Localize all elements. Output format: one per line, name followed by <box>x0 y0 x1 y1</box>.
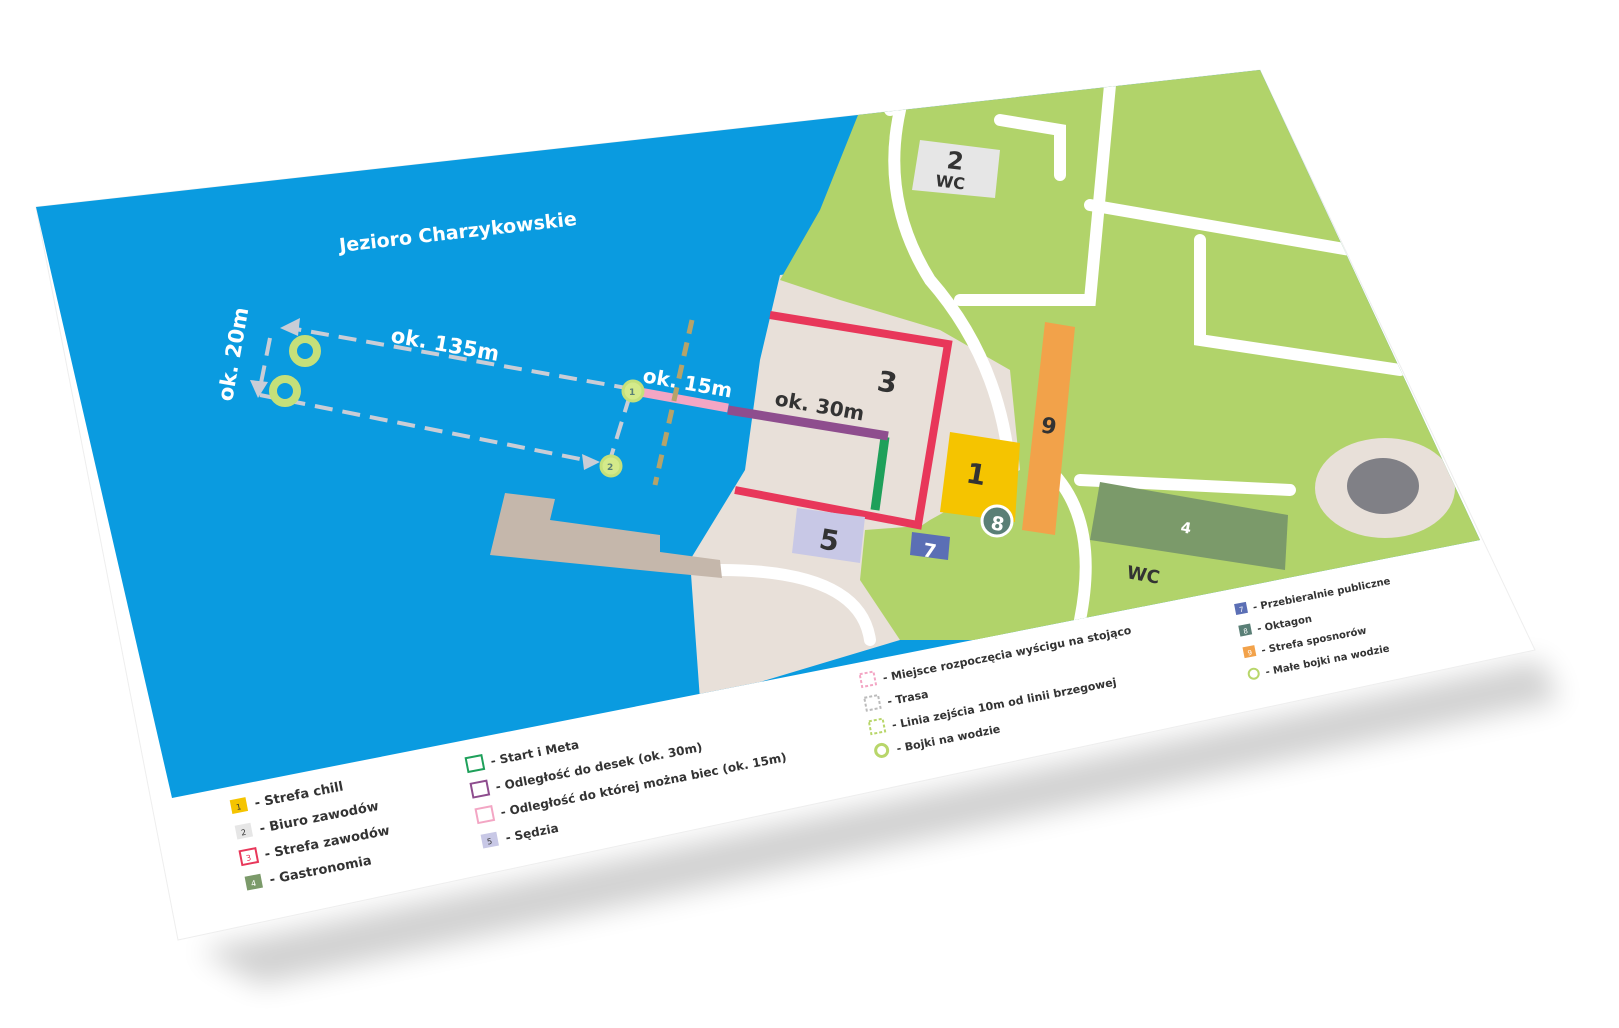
exit-line-10m <box>652 319 695 486</box>
legend-num: 1 <box>235 802 242 812</box>
distance-30m-line <box>727 405 889 441</box>
buoy-large-2 <box>269 375 301 407</box>
legend-swatch-trasa <box>863 693 882 712</box>
zone-7-label: 7 <box>921 539 938 563</box>
grass-corner <box>860 520 1040 640</box>
legend-num: 5 <box>486 837 493 847</box>
distance-15m-line <box>639 387 729 413</box>
legend-swatch-oktagon <box>1238 623 1253 637</box>
buoy-start-label: 1 <box>629 388 635 398</box>
legend-swatch-bojki <box>874 742 890 758</box>
legend-swatch-strefa-sponsorow <box>1242 645 1257 659</box>
zone-2 <box>912 140 1000 198</box>
zone-7 <box>910 532 950 560</box>
legend-swatch-male-bojki <box>1247 667 1260 680</box>
legend-swatch-przebieralnie <box>1234 601 1248 615</box>
start-finish-line <box>870 436 890 511</box>
zone-9 <box>1022 322 1075 535</box>
zone-1 <box>940 432 1020 522</box>
route-arrow-1 <box>280 318 300 336</box>
zone-8 <box>980 504 1014 538</box>
zone-4 <box>1090 482 1288 570</box>
legend-swatch-linia-zejscia <box>867 717 887 736</box>
legend-num: 9 <box>1247 649 1253 658</box>
zone-8-label: 8 <box>989 512 1006 536</box>
card-shadow <box>200 660 1560 985</box>
buoy-large-1 <box>289 335 321 367</box>
race-route <box>258 326 633 464</box>
buoy-small-end <box>599 454 623 478</box>
zone-3-outline <box>734 311 953 530</box>
legend-num: 2 <box>240 828 247 838</box>
pier <box>490 493 722 578</box>
zone-9-label: 9 <box>1039 413 1058 440</box>
round-plaza-center <box>1347 458 1419 514</box>
legend-swatch-strefa-zawodow <box>238 847 260 867</box>
legend-num: 4 <box>250 879 257 889</box>
legend-num: 3 <box>245 853 252 863</box>
buoy-end-label: 2 <box>607 463 613 473</box>
zone-4-label: 4 <box>1179 518 1192 538</box>
buoy-small-start <box>621 379 645 403</box>
route-arrow-3 <box>582 454 600 470</box>
legend-swatch-strefa-chill <box>229 797 249 814</box>
legend-swatch-start-meta <box>464 753 486 774</box>
zone-2-label: 2 <box>945 146 965 176</box>
legend-swatch-odleglosc-15 <box>474 805 496 825</box>
legend-num: 7 <box>1239 606 1245 615</box>
zone-5 <box>792 508 865 563</box>
route-arrow-2 <box>250 380 268 398</box>
zone-2-wc-label: WC <box>935 171 966 193</box>
legend-swatch-biuro-zawodow <box>234 822 254 840</box>
legend-num: 8 <box>1243 627 1249 636</box>
legend-swatch-sedzia <box>480 831 499 849</box>
legend-swatch-odleglosc-30 <box>469 779 491 799</box>
legend-swatch-gastronomia <box>244 873 263 891</box>
legend-swatch-miejsce-rozpoczecia <box>858 670 878 689</box>
